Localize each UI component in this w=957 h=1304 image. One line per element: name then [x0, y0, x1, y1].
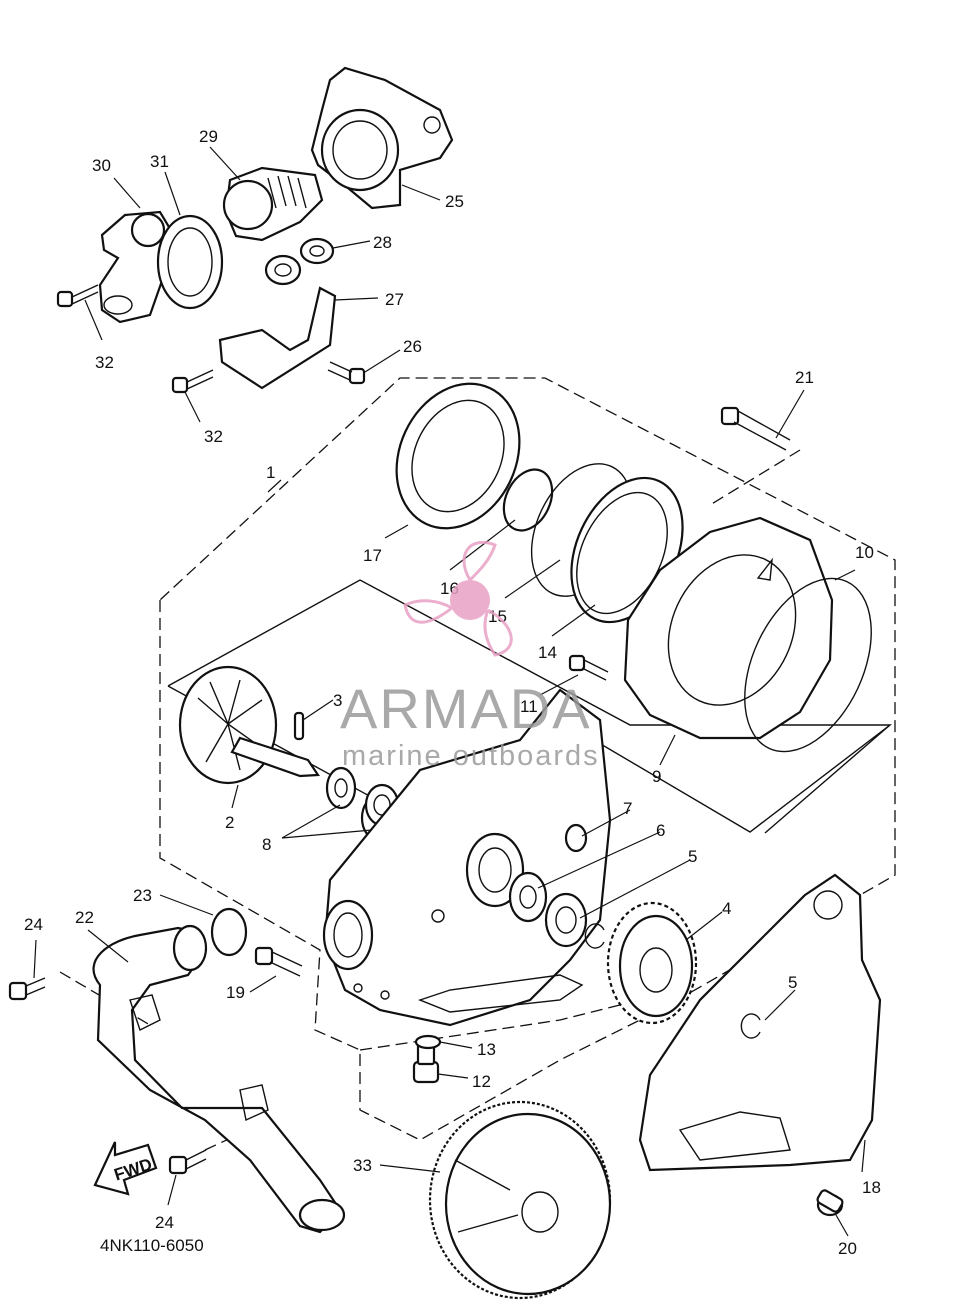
oil-seal-17	[395, 382, 521, 530]
callout-13: 13	[477, 1040, 496, 1059]
callout-32b: 32	[204, 427, 223, 446]
callout-24a: 24	[24, 915, 43, 934]
bolt-24-left	[8, 977, 46, 1001]
callout-2: 2	[225, 813, 234, 832]
callout-labels: 1 2 3 4 5 5 6 7 8 9 10 11 12 13 14 15 16…	[24, 127, 881, 1258]
callout-22: 22	[75, 908, 94, 927]
armada-watermark: ARMADA marine outboards	[340, 540, 600, 772]
callout-32a: 32	[95, 353, 114, 372]
callout-5b: 5	[788, 973, 797, 992]
pump-housing	[322, 688, 612, 1027]
gear-5	[544, 892, 588, 948]
callout-27: 27	[385, 290, 404, 309]
watermark-tagline: marine outboards	[342, 740, 600, 772]
gear-33	[428, 1100, 612, 1300]
bearing-6	[508, 871, 548, 923]
o-ring-23	[210, 907, 248, 957]
callout-6: 6	[656, 821, 665, 840]
callout-14: 14	[538, 643, 557, 662]
leader-lines	[33, 146, 866, 1237]
callout-7: 7	[623, 799, 632, 818]
callout-10: 10	[855, 543, 874, 562]
callout-18: 18	[862, 1178, 881, 1197]
assembly-1-outline	[159, 377, 896, 1141]
bolt-11	[568, 654, 609, 681]
callout-12: 12	[472, 1072, 491, 1091]
bolt-21	[720, 406, 791, 451]
cap-20	[816, 1189, 844, 1217]
forward-arrow: FWD	[93, 1141, 158, 1196]
callout-33: 33	[353, 1156, 372, 1175]
bolt-32-upper	[56, 284, 99, 308]
callout-1: 1	[266, 463, 275, 482]
callout-24b: 24	[155, 1213, 174, 1232]
callout-3: 3	[333, 691, 342, 710]
callout-29: 29	[199, 127, 218, 146]
impeller-2	[178, 665, 320, 785]
callout-20: 20	[838, 1239, 857, 1258]
bolt-19	[254, 946, 303, 977]
cover-9	[623, 516, 834, 740]
callout-11: 11	[520, 697, 538, 716]
thermostat-cover-25	[310, 66, 454, 210]
thermostat-29	[222, 166, 324, 242]
gasket-18	[638, 873, 882, 1172]
water-elbow-30	[98, 210, 174, 324]
pin-3	[293, 711, 305, 741]
callout-25: 25	[445, 192, 464, 211]
callout-26: 26	[403, 337, 422, 356]
o-ring-13	[414, 1034, 442, 1050]
inner-assembly-outline	[359, 999, 641, 1051]
callout-9: 9	[652, 767, 661, 786]
propeller-logo-icon	[403, 540, 513, 657]
callout-23: 23	[133, 886, 152, 905]
watermark-brand: ARMADA	[340, 677, 592, 740]
callout-4: 4	[722, 899, 731, 918]
gasket-10	[744, 577, 872, 753]
callout-21: 21	[795, 368, 814, 387]
callout-17: 17	[363, 546, 382, 565]
gear-4	[606, 901, 698, 1025]
thermostat-housing-31	[156, 214, 224, 310]
bolt-32-lower	[171, 369, 214, 394]
callout-5a: 5	[688, 847, 697, 866]
callout-31: 31	[150, 152, 169, 171]
catalog-code: 4NK110-6050	[100, 1236, 204, 1255]
callout-30: 30	[92, 156, 111, 175]
bolt-24-lower	[168, 1149, 207, 1175]
callout-8: 8	[262, 835, 271, 854]
callout-19: 19	[226, 983, 245, 1002]
bolt-21-guide	[709, 449, 801, 506]
bearing-7	[564, 823, 588, 853]
bracket-27	[218, 254, 337, 390]
bolt-26	[327, 361, 366, 385]
circlip-5	[584, 923, 605, 949]
water-pipe-22	[92, 924, 346, 1234]
callout-28: 28	[373, 233, 392, 252]
seal-28	[299, 237, 335, 265]
